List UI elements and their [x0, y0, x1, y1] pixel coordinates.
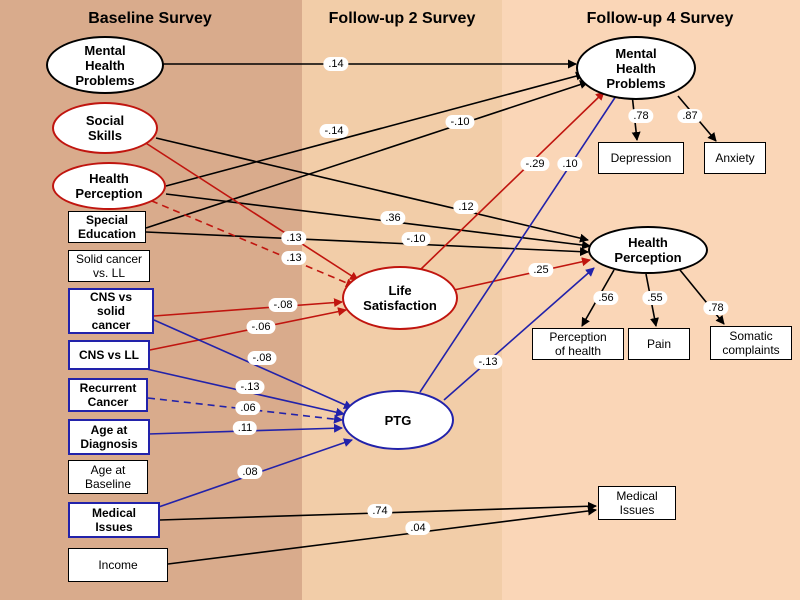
perception-of-health-box: Perception of health: [532, 328, 624, 360]
coef-medical-ptg: .08: [237, 465, 263, 479]
cns-vs-solid-cancer-box: CNS vs solid cancer: [68, 288, 154, 334]
coef-hp-hp: .12: [453, 200, 479, 214]
coef-depression: .78: [628, 109, 654, 123]
anxiety-box: Anxiety: [704, 142, 766, 174]
medical-issues-baseline-box: Medical Issues: [68, 502, 160, 538]
social-skills-node: Social Skills: [52, 102, 158, 154]
followup4-title: Follow-up 4 Survey: [586, 10, 734, 27]
coef-ls-hp: .25: [528, 263, 554, 277]
coef-anxiety: .87: [677, 109, 703, 123]
health-perception-baseline: Health Perception: [52, 162, 166, 210]
coef-age-diagnosis-ptg: .11: [232, 421, 258, 435]
solid-cancer-vs-ll-box: Solid cancer vs. LL: [68, 250, 150, 282]
somatic-complaints-box: Somatic complaints: [710, 326, 792, 360]
cns-vs-ll-box: CNS vs LL: [68, 340, 150, 370]
age-at-baseline-box: Age at Baseline: [68, 460, 148, 494]
pain-box: Pain: [628, 328, 690, 360]
coef-pain: .55: [642, 291, 668, 305]
coef-income-medical: .04: [405, 521, 431, 535]
health-perception-followup4: Health Perception: [588, 226, 708, 274]
coef-social-skills-ls: .13: [281, 231, 307, 245]
baseline-title: Baseline Survey: [88, 10, 212, 27]
depression-box: Depression: [598, 142, 684, 174]
coef-recurrent-ptg: -.13: [235, 380, 265, 394]
age-at-diagnosis-box: Age at Diagnosis: [68, 419, 150, 455]
coef-ptg-hp: -.13: [473, 355, 503, 369]
coef-cns-ll-ls: -.06: [246, 320, 276, 334]
coef-ptg-mhp: .10: [557, 157, 583, 171]
coef-cns-solid-ptg: -.08: [247, 351, 277, 365]
coef-cns-solid-ls: -.08: [268, 298, 298, 312]
coef-medical-medical: .74: [367, 504, 393, 518]
coef-somatic: .78: [703, 301, 729, 315]
coef-life-sat-mhp: -.29: [520, 157, 550, 171]
medical-issues-followup4-box: Medical Issues: [598, 486, 676, 520]
coef-mhp-mhp: .14: [323, 57, 349, 71]
followup2-title: Follow-up 2 Survey: [328, 10, 476, 27]
coef-social-skills-mhp: -.14: [319, 124, 349, 138]
coef-special-ed-hp: .36: [380, 211, 406, 225]
recurrent-cancer-box: Recurrent Cancer: [68, 378, 148, 412]
coef-hp-ls: .13: [281, 251, 307, 265]
coef-special-ed-hp-2: -.10: [401, 232, 431, 246]
coef-perception-of-health: .56: [593, 291, 619, 305]
mental-health-problems-baseline: Mental Health Problems: [46, 36, 164, 94]
income-box: Income: [68, 548, 168, 582]
life-satisfaction-node: Life Satisfaction: [342, 266, 458, 330]
special-education-box: Special Education: [68, 211, 146, 243]
ptg-node: PTG: [342, 390, 454, 450]
mental-health-problems-followup4: Mental Health Problems: [576, 36, 696, 100]
coef-recurrent-ptg-2: .06: [235, 401, 261, 415]
coef-special-ed-mhp: -.10: [445, 115, 475, 129]
